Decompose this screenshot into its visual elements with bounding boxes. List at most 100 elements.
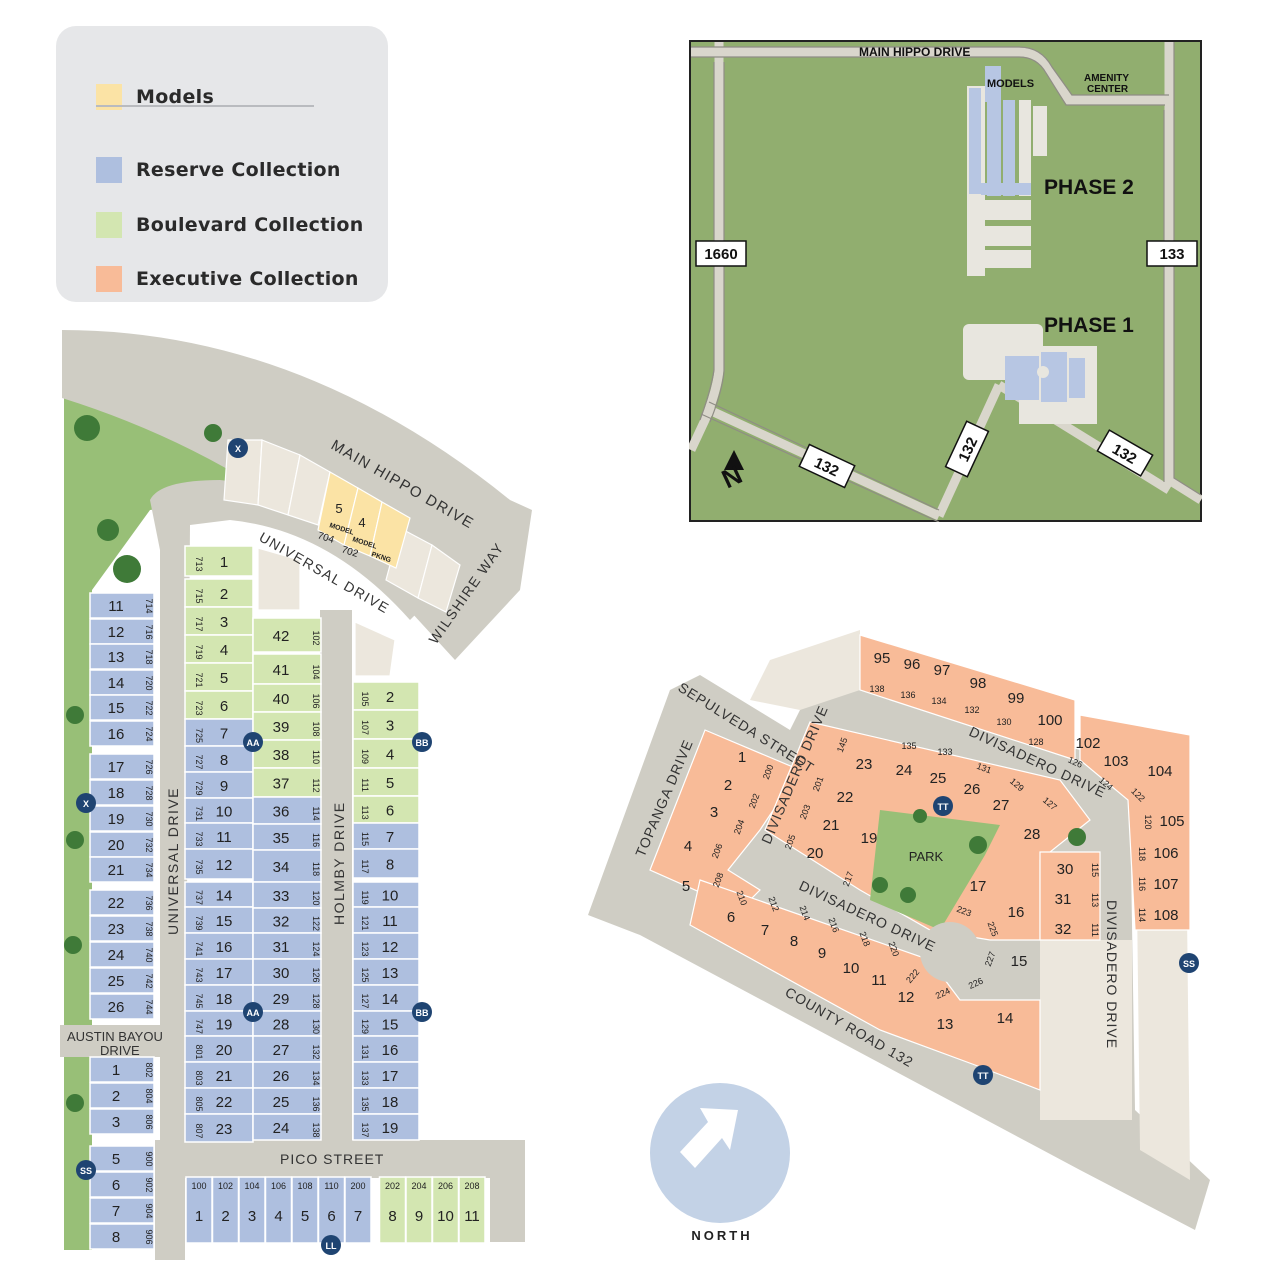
- lot-shape[interactable]: [252, 796, 322, 825]
- lot-shape[interactable]: [252, 881, 322, 909]
- lot-shape[interactable]: [89, 1171, 155, 1198]
- lot-shape[interactable]: [89, 805, 155, 832]
- lot-shape[interactable]: [89, 1223, 155, 1250]
- lot-shape[interactable]: [184, 606, 254, 636]
- lot-shape[interactable]: [352, 1061, 420, 1089]
- lot-shape[interactable]: [184, 984, 254, 1012]
- lot-shape[interactable]: [89, 643, 155, 670]
- lot-shape[interactable]: [89, 694, 155, 721]
- lot-shape[interactable]: [185, 1176, 213, 1244]
- lot-shape[interactable]: [89, 941, 155, 968]
- lot-shape[interactable]: [184, 634, 254, 664]
- lot-shape[interactable]: [89, 1197, 155, 1224]
- lot-shape[interactable]: [352, 822, 420, 850]
- lot-shape[interactable]: [184, 881, 254, 908]
- lot-shape[interactable]: [89, 967, 155, 994]
- lot-shape[interactable]: [184, 690, 254, 720]
- lot-shape[interactable]: [252, 1113, 322, 1141]
- lot-shape[interactable]: [89, 831, 155, 858]
- lot-shape[interactable]: [89, 618, 155, 645]
- lot-shape[interactable]: [89, 1108, 155, 1135]
- lot-shape[interactable]: [184, 822, 254, 850]
- lot-shape[interactable]: [344, 1176, 372, 1244]
- lot-shape[interactable]: [89, 993, 155, 1020]
- lot-shape[interactable]: [352, 958, 420, 986]
- lot-shape[interactable]: [89, 889, 155, 916]
- lot-shape[interactable]: [352, 984, 420, 1012]
- lot-shape[interactable]: [317, 1176, 346, 1244]
- lot-shape[interactable]: [352, 1010, 420, 1037]
- lot-shape[interactable]: [184, 906, 254, 934]
- lot-shape[interactable]: [89, 1082, 155, 1109]
